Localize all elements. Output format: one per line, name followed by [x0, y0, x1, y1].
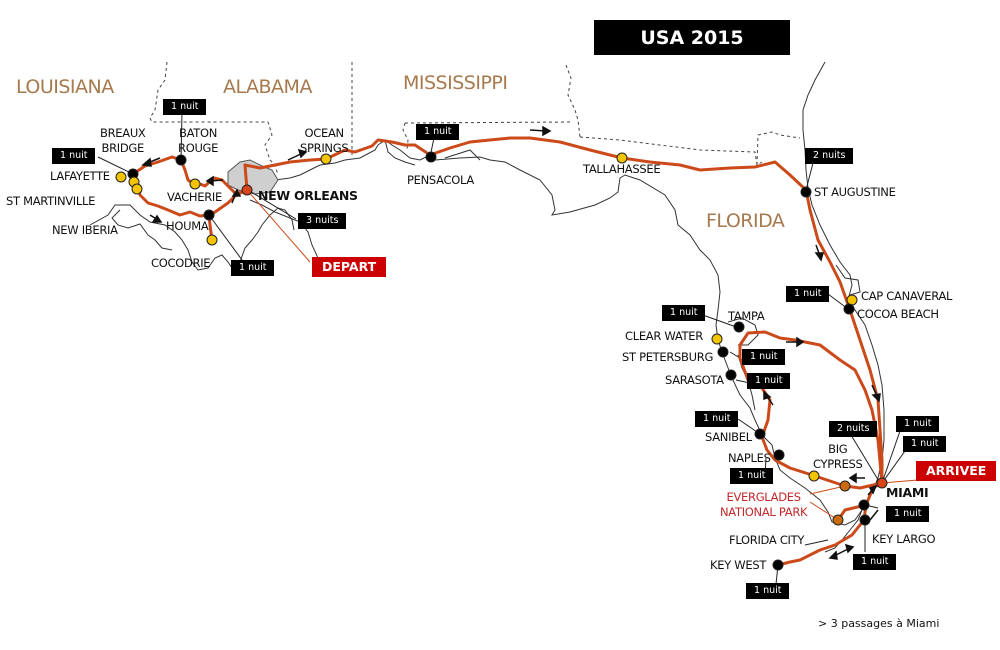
nights-badge-st-petersburg: 1 nuit	[742, 349, 786, 365]
state-label-alabama: ALABAMA	[223, 76, 312, 98]
city-label-cap-canaveral: CAP CANAVERAL	[861, 289, 953, 303]
city-label-line: BRIDGE	[101, 141, 145, 155]
nights-badge-sanibel: 1 nuit	[695, 411, 739, 427]
city-label-miami: MIAMI	[886, 485, 929, 500]
city-label-line: OCEAN	[304, 126, 345, 140]
city-label-st-augustine: ST AUGUSTINE	[814, 185, 896, 199]
city-label-florida-city: FLORIDA CITY	[729, 533, 805, 547]
stop-tallahassee	[616, 152, 628, 164]
stop-baton-rouge	[175, 154, 187, 166]
stop-sarasota	[725, 369, 737, 381]
city-label-lafayette: LAFAYETTE	[50, 169, 110, 183]
city-label-breaux-bridge: BREAUX BRIDGE	[100, 126, 146, 156]
city-label-new-iberia: NEW IBERIA	[52, 223, 118, 237]
nights-badge-breaux-bridge: 1 nuit	[52, 148, 96, 164]
nights-badge-tampa: 1 nuit	[662, 305, 706, 321]
city-label-line: EVERGLADES	[726, 490, 802, 504]
nights-badge-cocoa-beach: 1 nuit	[786, 286, 830, 302]
lake-pontchartrain	[227, 159, 279, 195]
depart-badge: DEPART	[312, 257, 387, 277]
stop-everglades-1	[839, 480, 851, 492]
city-label-naples: NAPLES	[728, 451, 771, 465]
city-label-new-orleans: NEW ORLEANS	[258, 188, 358, 203]
city-label-pensacola: PENSACOLA	[407, 173, 474, 187]
city-label-clear-water: CLEAR WATER	[625, 329, 703, 343]
stop-key-west	[772, 559, 784, 571]
stop-cap-canaveral	[846, 294, 858, 306]
city-label-line: NATIONAL PARK	[720, 505, 808, 519]
nights-badge-new-orleans: 3 nuits	[298, 213, 347, 229]
city-label-big-cypress: BIG CYPRESS	[813, 442, 863, 472]
stop-houma	[203, 209, 215, 221]
city-label-line: CYPRESS	[813, 457, 863, 471]
state-label-mississippi: MISSISSIPPI	[403, 72, 508, 94]
city-label-tallahassee: TALLAHASSEE	[583, 162, 661, 176]
city-label-sarasota: SARASOTA	[665, 373, 724, 387]
stop-miami	[876, 477, 888, 489]
city-label-everglades: EVERGLADES NATIONAL PARK	[720, 490, 808, 520]
stop-ocean-springs	[320, 153, 332, 165]
nights-badge-naples: 1 nuit	[730, 468, 774, 484]
stop-cocodrie	[206, 234, 218, 246]
city-label-line: ROUGE	[178, 141, 219, 155]
city-label-key-largo: KEY LARGO	[872, 532, 936, 546]
city-label-line: BIG	[828, 442, 848, 456]
stops	[115, 151, 888, 571]
coastlines	[89, 61, 885, 553]
nights-badge-key-west: 1 nuit	[746, 583, 790, 599]
nights-badge-miami-2: 2 nuits	[829, 421, 878, 437]
city-label-line: BATON	[179, 126, 218, 140]
nights-badge-baton-rouge: 1 nuit	[163, 99, 207, 115]
stop-new-orleans	[241, 184, 253, 196]
city-label-line: BREAUX	[100, 126, 146, 140]
stop-naples	[773, 449, 785, 461]
stop-everglades-2	[832, 514, 844, 526]
stop-lafayette	[115, 171, 127, 183]
stop-clear-water	[711, 333, 723, 345]
city-label-cocoa-beach: COCOA BEACH	[857, 307, 939, 321]
stop-vacherie	[189, 178, 201, 190]
footnote-miami-passages: > 3 passages à Miami	[818, 617, 940, 630]
map-title: USA 2015	[594, 20, 790, 55]
city-label-tampa: TAMPA	[728, 309, 765, 323]
stop-florida-city	[858, 499, 870, 511]
direction-arrows	[141, 125, 881, 560]
nights-badge-houma: 1 nuit	[231, 260, 275, 276]
city-label-st-petersburg: ST PETERSBURG	[622, 350, 714, 364]
city-label-key-west: KEY WEST	[710, 558, 767, 572]
stop-st-martinville-2	[131, 183, 143, 195]
arrivee-badge: ARRIVEE	[916, 461, 997, 481]
nights-badge-st-augustine: 2 nuits	[805, 148, 854, 164]
city-label-cocodrie: COCODRIE	[151, 256, 211, 270]
nights-badge-key-largo: 1 nuit	[853, 554, 897, 570]
stop-sanibel	[754, 428, 766, 440]
state-borders	[149, 61, 801, 176]
city-label-ocean-springs: OCEAN SPRINGS	[300, 126, 349, 156]
stop-big-cypress	[808, 470, 820, 482]
city-label-houma: HOUMA	[166, 219, 209, 233]
red-leader-lines	[246, 189, 919, 521]
state-label-louisiana: LOUISIANA	[16, 76, 114, 98]
city-label-st-martinville: ST MARTINVILLE	[6, 194, 96, 208]
city-label-baton-rouge: BATON ROUGE	[178, 126, 218, 156]
nights-badge-florida-city: 1 nuit	[886, 506, 930, 522]
stop-pensacola	[425, 151, 437, 163]
stop-key-largo	[859, 514, 871, 526]
stop-cocoa-beach	[843, 303, 855, 315]
stop-tampa	[733, 321, 745, 333]
city-label-line: SPRINGS	[300, 141, 349, 155]
state-label-florida: FLORIDA	[706, 210, 785, 232]
stop-st-augustine	[800, 186, 812, 198]
nights-badge-sarasota: 1 nuit	[747, 373, 791, 389]
nights-badge-miami-1b: 1 nuit	[903, 436, 947, 452]
nights-badge-pensacola: 1 nuit	[416, 124, 460, 140]
city-label-sanibel: SANIBEL	[705, 430, 752, 444]
stop-st-petersburg	[717, 346, 729, 358]
city-label-vacherie: VACHERIE	[167, 190, 222, 204]
nights-badge-miami-1a: 1 nuit	[896, 416, 940, 432]
